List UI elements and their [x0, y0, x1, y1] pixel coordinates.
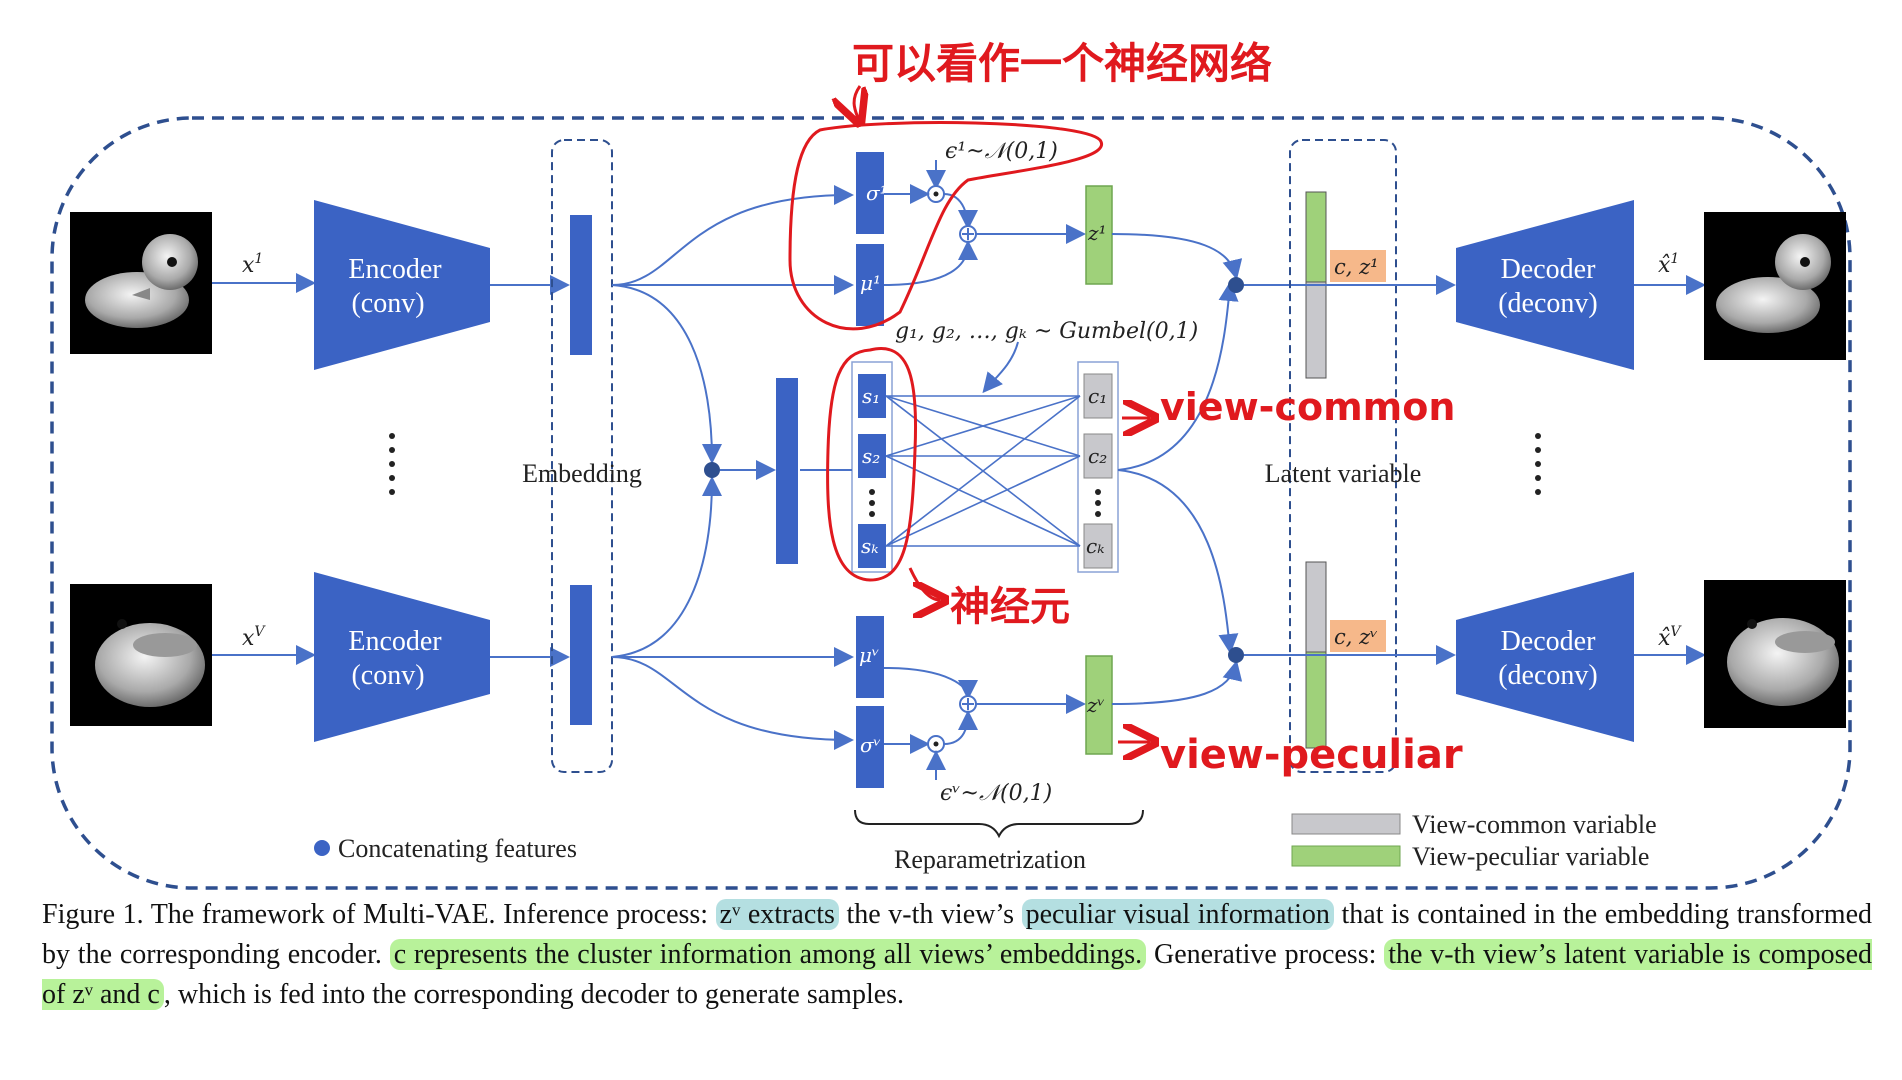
s-c-connections — [885, 395, 1081, 547]
multi-vae-diagram: x1 xV Encoder (conv) Encoder (conv) Embe… — [50, 39, 1852, 890]
svg-text:Encoder: Encoder — [348, 626, 442, 657]
s-node-2: s₂ — [862, 444, 880, 468]
input-image-view1 — [70, 212, 212, 354]
annotation-view-peculiar: view-peculiar — [1160, 732, 1463, 778]
svg-text:Decoder: Decoder — [1501, 626, 1597, 657]
legend-peculiar-swatch — [1291, 845, 1401, 867]
output-label-xV: x̂V — [1658, 624, 1682, 651]
latent-cz1: c, z¹ — [1334, 255, 1379, 279]
s-box — [851, 361, 893, 573]
combine-node-top — [1228, 277, 1244, 293]
caption-highlight-3: c represents the cluster information amo… — [389, 939, 1147, 970]
legend-common: View-common variable — [1412, 810, 1657, 839]
svg-text:zᵛ: zᵛ — [1086, 693, 1105, 717]
reparam-label: Reparametrization — [894, 845, 1086, 874]
latent-label: Latent variable — [1265, 459, 1422, 488]
sigmaV-bar — [856, 706, 884, 788]
caption-highlight-1: zᵛ extracts — [715, 899, 839, 930]
concat-bar — [776, 378, 798, 564]
svg-text:z¹: z¹ — [1087, 221, 1107, 245]
c-node-2: c₂ — [1088, 444, 1107, 468]
encoder-bottom: Encoder (conv) — [314, 572, 490, 742]
legend-peculiar: View-peculiar variable — [1412, 842, 1649, 871]
svg-text:(deconv): (deconv) — [1498, 288, 1598, 319]
input-image-viewV — [70, 584, 212, 726]
combine-node-bottom — [1228, 647, 1244, 663]
decoder-bottom: Decoder (deconv) — [1456, 572, 1634, 742]
embedding-bar-top — [570, 215, 592, 355]
s-node-1: s₁ — [862, 384, 880, 408]
embedding-bar-bottom — [570, 585, 592, 725]
epsilon-bottom: ϵᵛ~𝒩(0,1) — [940, 781, 1052, 806]
output-label-x1: x̂1 — [1658, 251, 1679, 278]
embedding-box — [551, 139, 613, 773]
reparam-brace — [854, 809, 1144, 839]
epsilon-top: ϵ¹~𝒩(0,1) — [945, 139, 1058, 164]
ellipsis-decoders — [1535, 433, 1541, 495]
c-box — [1077, 361, 1119, 573]
gumbel-label: g₁, g₂, …, gₖ ~ Gumbel(0,1) — [895, 319, 1198, 344]
encoder-top: Encoder (conv) — [314, 200, 490, 370]
svg-text:μ¹: μ¹ — [860, 271, 881, 295]
svg-text:(deconv): (deconv) — [1498, 660, 1598, 691]
output-image-viewV — [1704, 580, 1846, 728]
sigma1-bar — [856, 152, 884, 234]
svg-text:(conv): (conv) — [351, 288, 424, 319]
legend-concat-dot — [314, 840, 330, 856]
legend-concat: Concatenating features — [338, 834, 577, 863]
muV-bar — [856, 616, 884, 698]
s-node-k: sₖ — [861, 534, 879, 558]
output-image-view1 — [1704, 212, 1846, 360]
c-node-1: c₁ — [1088, 384, 1107, 408]
figure-caption: Figure 1. The framework of Multi-VAE. In… — [42, 899, 1873, 1010]
concat-node — [704, 462, 720, 478]
caption-highlight-2: peculiar visual information — [1021, 899, 1334, 930]
annotation-circle-s — [826, 347, 918, 582]
annotation-circle-top — [788, 121, 1104, 331]
outer-frame — [50, 116, 1852, 890]
annotation-neural-network: 可以看作一个神经网络 — [852, 39, 1272, 88]
z1-bar — [1085, 185, 1113, 285]
input-label-xV: xV — [242, 624, 266, 651]
svg-text:μᵛ: μᵛ — [859, 643, 879, 667]
legend-common-swatch — [1291, 813, 1401, 835]
svg-text:(conv): (conv) — [351, 660, 424, 691]
embedding-label: Embedding — [522, 459, 642, 488]
decoder-top: Decoder (deconv) — [1456, 200, 1634, 370]
mu1-bar — [856, 244, 884, 326]
svg-text:Encoder: Encoder — [348, 254, 442, 285]
annotation-view-common: view-common — [1160, 385, 1455, 429]
svg-text:σᵛ: σᵛ — [860, 733, 881, 757]
ellipsis-encoders — [389, 433, 395, 495]
latent-box — [1289, 139, 1397, 773]
svg-text:Decoder: Decoder — [1501, 254, 1597, 285]
c-node-k: cₖ — [1086, 534, 1105, 558]
annotation-neuron: 神经元 — [950, 584, 1070, 630]
input-label-x1: x1 — [242, 251, 263, 278]
latent-czV: c, zᵛ — [1334, 625, 1378, 649]
svg-text:σ¹: σ¹ — [866, 181, 888, 205]
